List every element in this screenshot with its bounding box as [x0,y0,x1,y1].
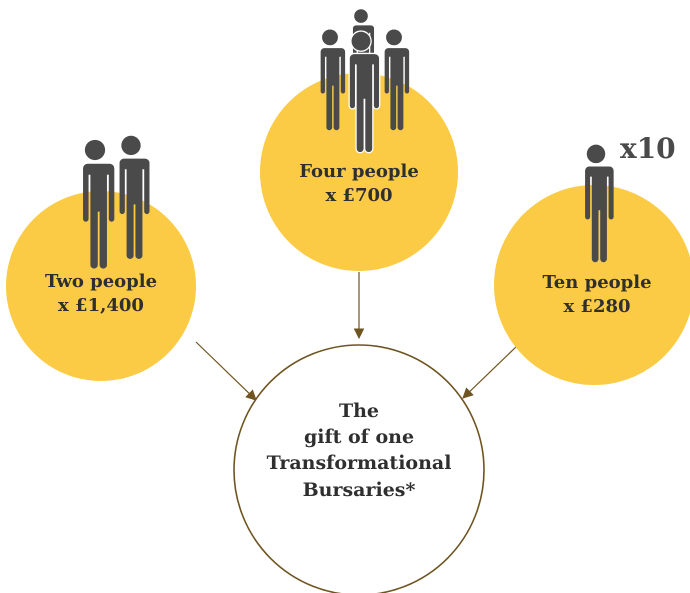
target-node-label: The gift of one Transformational Bursari… [239,398,479,503]
left-node-label: Two people x £1,400 [20,270,182,319]
top-node-circle [260,73,458,271]
top-node-line2: x £700 [325,185,393,207]
right-node-line2: x £280 [563,296,631,318]
multiplier-label: x10 [620,132,676,165]
left-node-line1: Two people [44,271,158,292]
top-node-line1: Four people [299,161,419,182]
target-node-line2: gift of one [303,426,415,449]
top-node-label: Four people x £700 [275,160,443,209]
arrow-right-to-target [462,344,519,399]
target-node-line3: Transformational [266,452,452,475]
right-node-label: Ten people x £280 [514,271,680,320]
target-node-circle [233,344,485,593]
left-node-circle [6,191,196,381]
right-node-circle [494,185,690,385]
left-node-line2: x £1,400 [58,295,144,317]
arrow-left-to-target [195,341,257,401]
right-node-line1: Ten people [542,272,652,293]
target-node-line4: Bursaries* [302,478,416,501]
target-node-line1: The [338,400,380,422]
